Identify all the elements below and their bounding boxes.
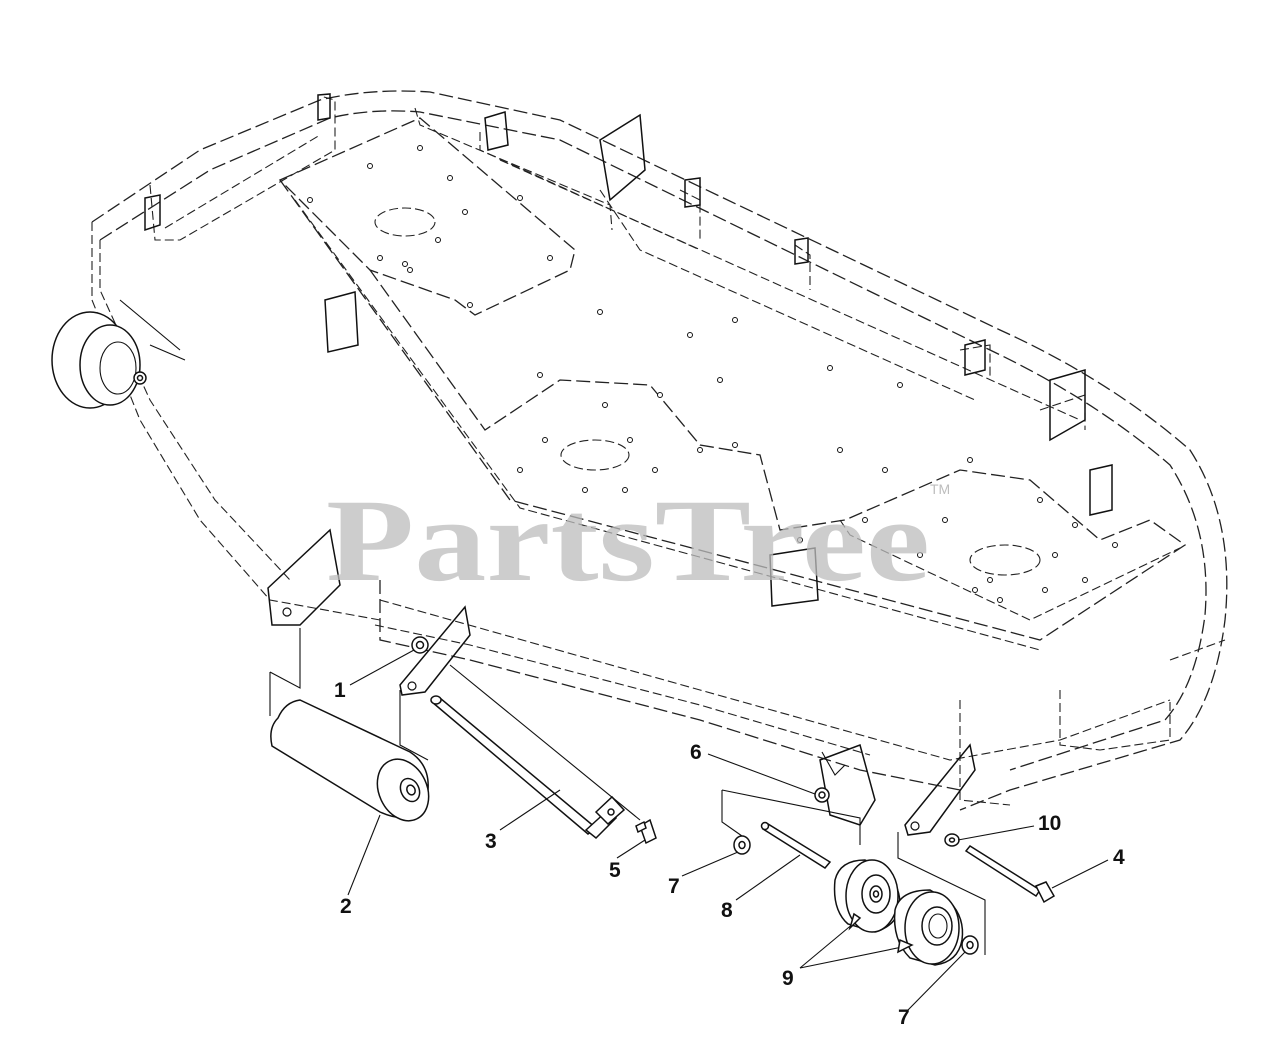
- watermark-trademark: TM: [930, 481, 950, 497]
- partstree-watermark: PartsTree TM: [326, 475, 950, 606]
- callout-5: 5: [609, 859, 621, 882]
- part-7-washer-upper: [733, 835, 751, 855]
- part-5-bolt: [635, 818, 657, 845]
- callout-7-lower: 7: [898, 1006, 910, 1029]
- part-3-roller-shaft: [430, 695, 626, 840]
- watermark-text: PartsTree: [326, 475, 930, 606]
- assembly-lines: [269, 628, 986, 955]
- part-9-wheels: [833, 859, 964, 966]
- part-10-washer: [944, 833, 960, 847]
- part-7-washer-lower: [961, 935, 979, 955]
- callout-2: 2: [340, 895, 352, 918]
- part-1-locknut: [411, 636, 429, 654]
- deck-shell: [91, 90, 1228, 811]
- leader-lines: [347, 649, 1109, 1011]
- deck-brackets: [144, 93, 1113, 836]
- front-caster-wheel: [51, 299, 186, 409]
- callout-3: 3: [485, 830, 497, 853]
- callout-9: 9: [782, 967, 794, 990]
- callout-4: 4: [1113, 846, 1125, 869]
- callout-6: 6: [690, 741, 702, 764]
- callout-8: 8: [721, 899, 733, 922]
- callout-labels: 1 2 3 4 5 6 7 7 8 9 10: [334, 679, 1125, 1029]
- part-2-roller: [270, 699, 430, 822]
- callout-10: 10: [1038, 812, 1061, 835]
- part-6-locknut: [814, 787, 830, 803]
- callout-7-upper: 7: [668, 875, 680, 898]
- part-8-axle: [760, 821, 832, 869]
- deck-top-plate: [278, 117, 1187, 651]
- callout-1: 1: [334, 679, 346, 702]
- part-4-bolt: [964, 845, 1056, 904]
